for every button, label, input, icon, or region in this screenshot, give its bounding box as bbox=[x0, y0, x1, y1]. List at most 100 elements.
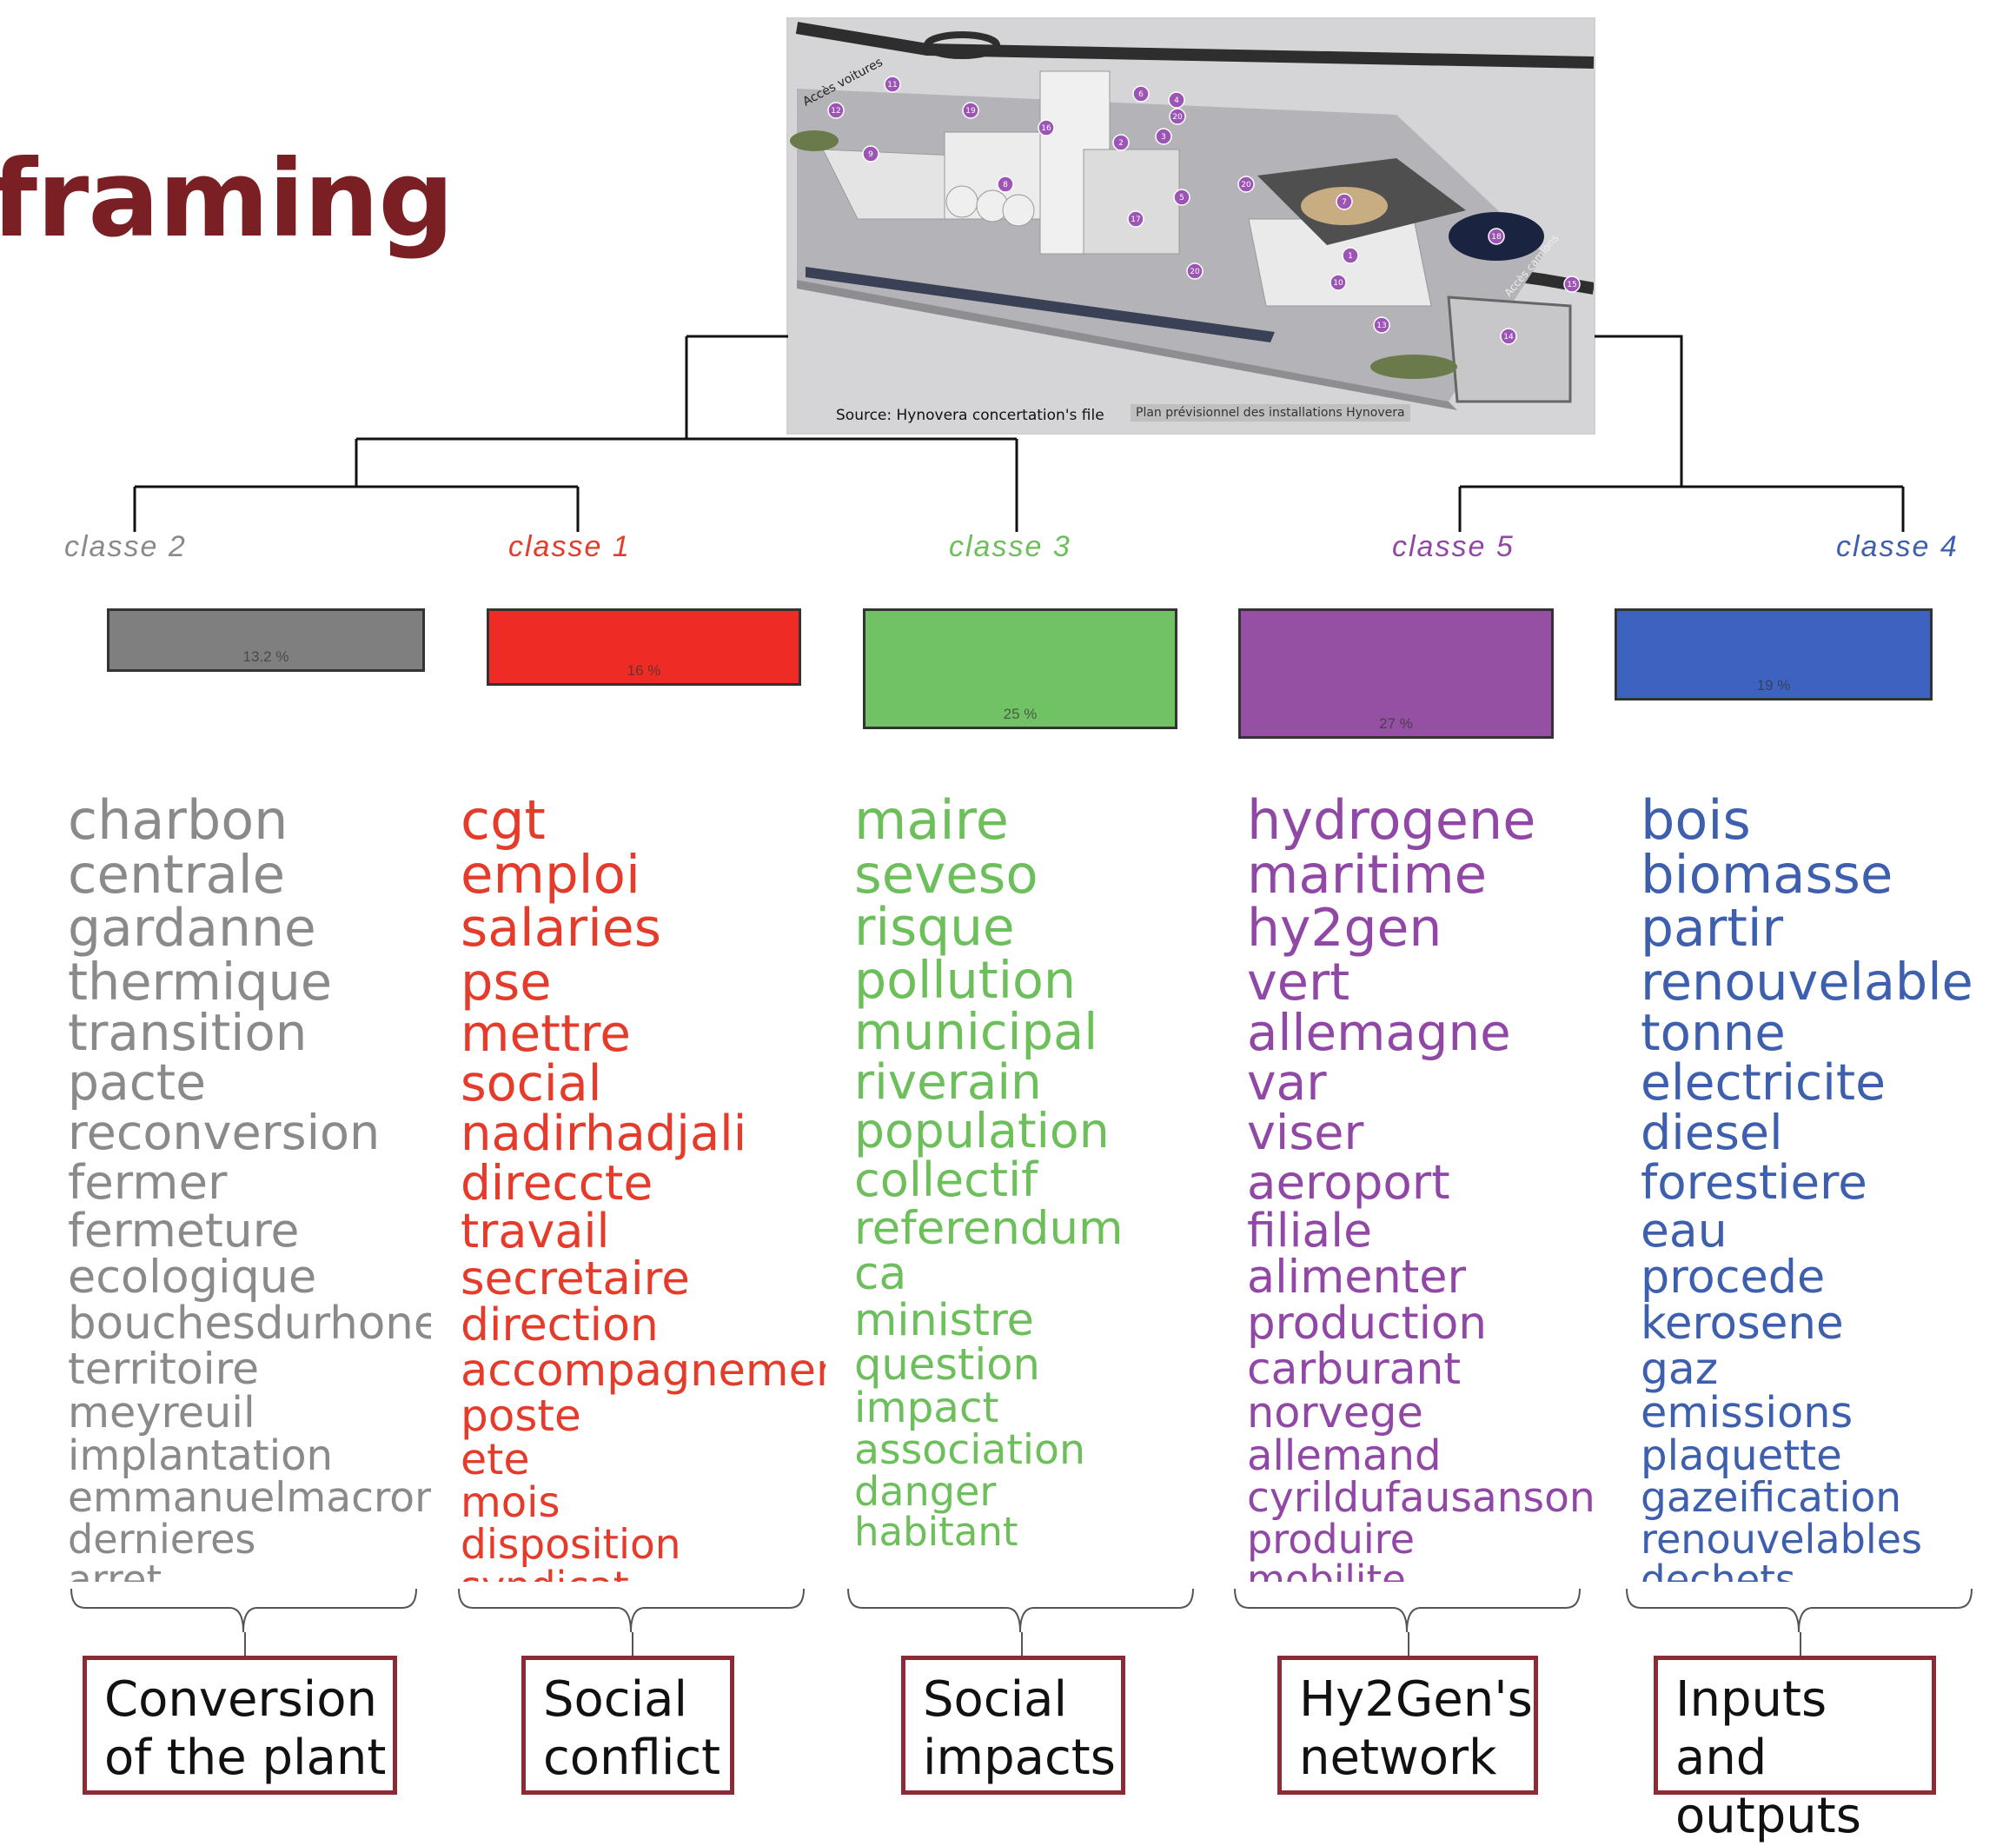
class-word: salaries bbox=[461, 898, 661, 960]
class-3-label: classe 3 bbox=[949, 530, 1071, 564]
class-word: ete bbox=[461, 1435, 530, 1485]
class-1-label-text: classe 1 bbox=[508, 530, 631, 563]
class-word: population bbox=[854, 1104, 1110, 1160]
plan-caption: Plan prévisionnel des installations Hyno… bbox=[1131, 404, 1410, 422]
class-word: gardanne bbox=[68, 898, 316, 960]
class-word: maire bbox=[854, 795, 1009, 852]
marker-12: 12 bbox=[831, 107, 840, 116]
class-word: poste bbox=[461, 1391, 581, 1442]
theme-box-social-impacts: Social impacts bbox=[901, 1656, 1125, 1795]
class-word: impact bbox=[854, 1383, 999, 1432]
theme-box-social-conflict: Social conflict bbox=[521, 1656, 734, 1795]
marker-13: 13 bbox=[1376, 322, 1386, 330]
marker-20c: 20 bbox=[1190, 268, 1200, 276]
theme-hy2gen-network-text: Hy2Gen's network bbox=[1299, 1671, 1533, 1787]
marker-20a: 20 bbox=[1172, 113, 1183, 122]
class-word: risque bbox=[854, 898, 1015, 959]
slide-title: framing bbox=[0, 137, 454, 261]
class-word: direccte bbox=[461, 1155, 653, 1212]
marker-2: 2 bbox=[1118, 139, 1124, 148]
theme-conversion-text: Conversion of the plant bbox=[104, 1671, 387, 1787]
class-word: plaquette bbox=[1641, 1431, 1842, 1480]
class-1-bar: 16 % bbox=[487, 608, 801, 686]
class-word: mois bbox=[461, 1478, 560, 1528]
class-word: alimenter bbox=[1247, 1251, 1467, 1305]
class-word: filiale bbox=[1247, 1202, 1372, 1258]
class-5-bar: 27 % bbox=[1238, 608, 1554, 739]
marker-14: 14 bbox=[1503, 333, 1514, 342]
theme-inputs-outputs-text: Inputs and outputs bbox=[1675, 1671, 1861, 1845]
class-word: seveso bbox=[854, 844, 1038, 906]
class-word: electricite bbox=[1641, 1054, 1886, 1112]
marker-17: 17 bbox=[1131, 216, 1140, 224]
class-word: centrale bbox=[68, 844, 286, 906]
marker-19: 19 bbox=[965, 107, 976, 116]
class-word: referendum bbox=[854, 1201, 1124, 1255]
marker-18: 18 bbox=[1491, 233, 1502, 242]
class-word: fermeture bbox=[68, 1202, 300, 1258]
marker-16: 16 bbox=[1041, 124, 1051, 133]
class-word: tonne bbox=[1641, 1003, 1786, 1063]
class-5-label: classe 5 bbox=[1392, 530, 1515, 564]
theme-box-hy2gen-network: Hy2Gen's network bbox=[1277, 1656, 1538, 1795]
class-4-percent: 19 % bbox=[1756, 677, 1791, 694]
class-word: meyreuil bbox=[68, 1387, 255, 1438]
theme-social-conflict-text: Social conflict bbox=[543, 1671, 721, 1787]
class-word: direction bbox=[461, 1299, 659, 1352]
class-word: pollution bbox=[854, 951, 1076, 1011]
class-word: ecologique bbox=[68, 1251, 317, 1305]
class-word: dernieres bbox=[68, 1515, 256, 1563]
marker-9: 9 bbox=[868, 150, 873, 159]
marker-20b: 20 bbox=[1241, 181, 1251, 189]
class-2-percent: 13.2 % bbox=[242, 648, 289, 665]
class-word: thermique bbox=[68, 951, 333, 1012]
class-word: mettre bbox=[461, 1003, 631, 1063]
class-word: allemand bbox=[1247, 1431, 1442, 1480]
class-word: secretaire bbox=[461, 1252, 690, 1306]
marker-7: 7 bbox=[1342, 198, 1347, 207]
class-word: travail bbox=[461, 1204, 610, 1259]
class-word: ca bbox=[854, 1248, 907, 1301]
class-word: cyrildufausanson bbox=[1247, 1473, 1595, 1522]
class-word: partir bbox=[1641, 898, 1784, 960]
class-word: social bbox=[461, 1054, 602, 1112]
class-word: pse bbox=[461, 951, 552, 1012]
class-word: allemagne bbox=[1247, 1003, 1511, 1063]
class-2-bar: 13.2 % bbox=[107, 608, 425, 672]
class-4-label: classe 4 bbox=[1836, 530, 1959, 564]
class-word: bois bbox=[1641, 795, 1751, 852]
marker-3: 3 bbox=[1161, 133, 1166, 142]
class-word: transition bbox=[68, 1003, 308, 1063]
class-word: diesel bbox=[1641, 1105, 1783, 1162]
marker-5: 5 bbox=[1179, 194, 1184, 203]
class-3-percent: 25 % bbox=[1003, 706, 1038, 722]
class-word: pacte bbox=[68, 1054, 206, 1112]
class-word: association bbox=[854, 1425, 1085, 1474]
plant-plan-illustration: 1 2 3 4 5 6 7 8 9 10 11 12 13 14 15 16 1… bbox=[788, 19, 1594, 433]
marker-11: 11 bbox=[887, 81, 897, 90]
class-word: implantation bbox=[68, 1431, 334, 1480]
class-3-bar: 25 % bbox=[863, 608, 1177, 729]
class-2-label: classe 2 bbox=[64, 530, 187, 564]
class-word: hy2gen bbox=[1247, 898, 1442, 960]
class-word: syndicat bbox=[461, 1566, 826, 1582]
class-word: renouvelable bbox=[1641, 951, 1973, 1012]
class-word: viser bbox=[1247, 1105, 1364, 1162]
class-word: danger bbox=[854, 1468, 997, 1516]
class-word: emploi bbox=[461, 844, 640, 906]
class-word: produire bbox=[1247, 1515, 1415, 1563]
class-word: cgt bbox=[461, 795, 546, 852]
class-word: nadirhadjali bbox=[461, 1106, 747, 1163]
class-word: habitant bbox=[854, 1509, 1018, 1556]
class-word: eau bbox=[1641, 1202, 1728, 1258]
theme-social-impacts-text: Social impacts bbox=[923, 1671, 1116, 1787]
theme-box-conversion: Conversion of the plant bbox=[83, 1656, 397, 1795]
class-word: procede bbox=[1641, 1251, 1826, 1305]
class-word: carburant bbox=[1247, 1343, 1462, 1395]
class-word: production bbox=[1247, 1297, 1487, 1350]
class-word: dechets bbox=[1641, 1556, 1796, 1582]
